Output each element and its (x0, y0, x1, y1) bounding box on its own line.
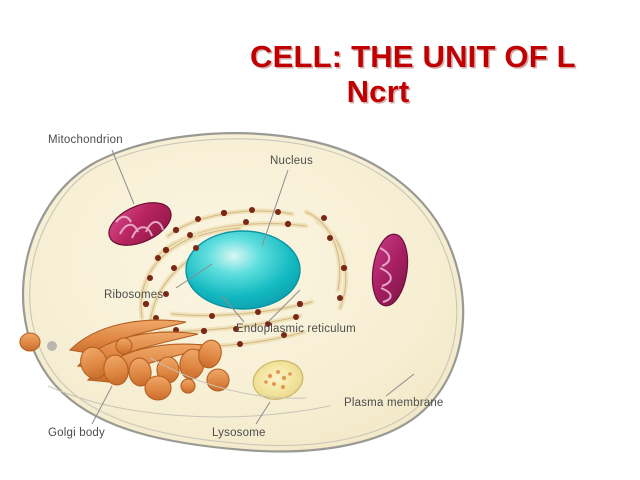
lysosome-shape (252, 360, 304, 400)
label-nucleus-text: Nucleus (270, 155, 313, 167)
golgi-body-shape (19, 319, 230, 401)
mitochondrion-left-shape (108, 202, 172, 246)
label-ribosomes-text: Ribosomes (104, 289, 163, 301)
label-plasma-membrane-text: Plasma membrane (344, 397, 444, 409)
label-mitochondrion-text: Mitochondrion (48, 134, 123, 146)
label-nucleus: Nucleus (261, 155, 313, 247)
title-line-primary: CELL: THE UNIT OF L (250, 39, 576, 74)
label-lysosome: Lysosome (212, 401, 271, 439)
label-golgi-body-text: Golgi body (48, 427, 105, 439)
label-lysosome-text: Lysosome (212, 427, 266, 439)
nucleus-shape (185, 230, 301, 310)
label-golgi-body: Golgi body (48, 385, 113, 439)
label-endoplasmic-reticulum-text: Endoplasmic reticulum (236, 323, 356, 335)
label-ribosomes: Ribosomes (104, 263, 213, 301)
slide-title: CELL: THE UNIT OF L Ncrt (248, 39, 640, 109)
title-line-secondary: Ncrt (346, 73, 410, 109)
label-plasma-membrane: Plasma membrane (344, 373, 444, 409)
mitochondrion-right-shape (371, 233, 409, 307)
label-mitochondrion: Mitochondrion (48, 134, 135, 205)
cytoplasm-strands (47, 357, 331, 418)
cell-diagram-image: Mitochondrion Nucleus Ribosomes Endoplas… (0, 118, 500, 468)
label-endoplasmic-reticulum: Endoplasmic reticulum (221, 289, 356, 335)
